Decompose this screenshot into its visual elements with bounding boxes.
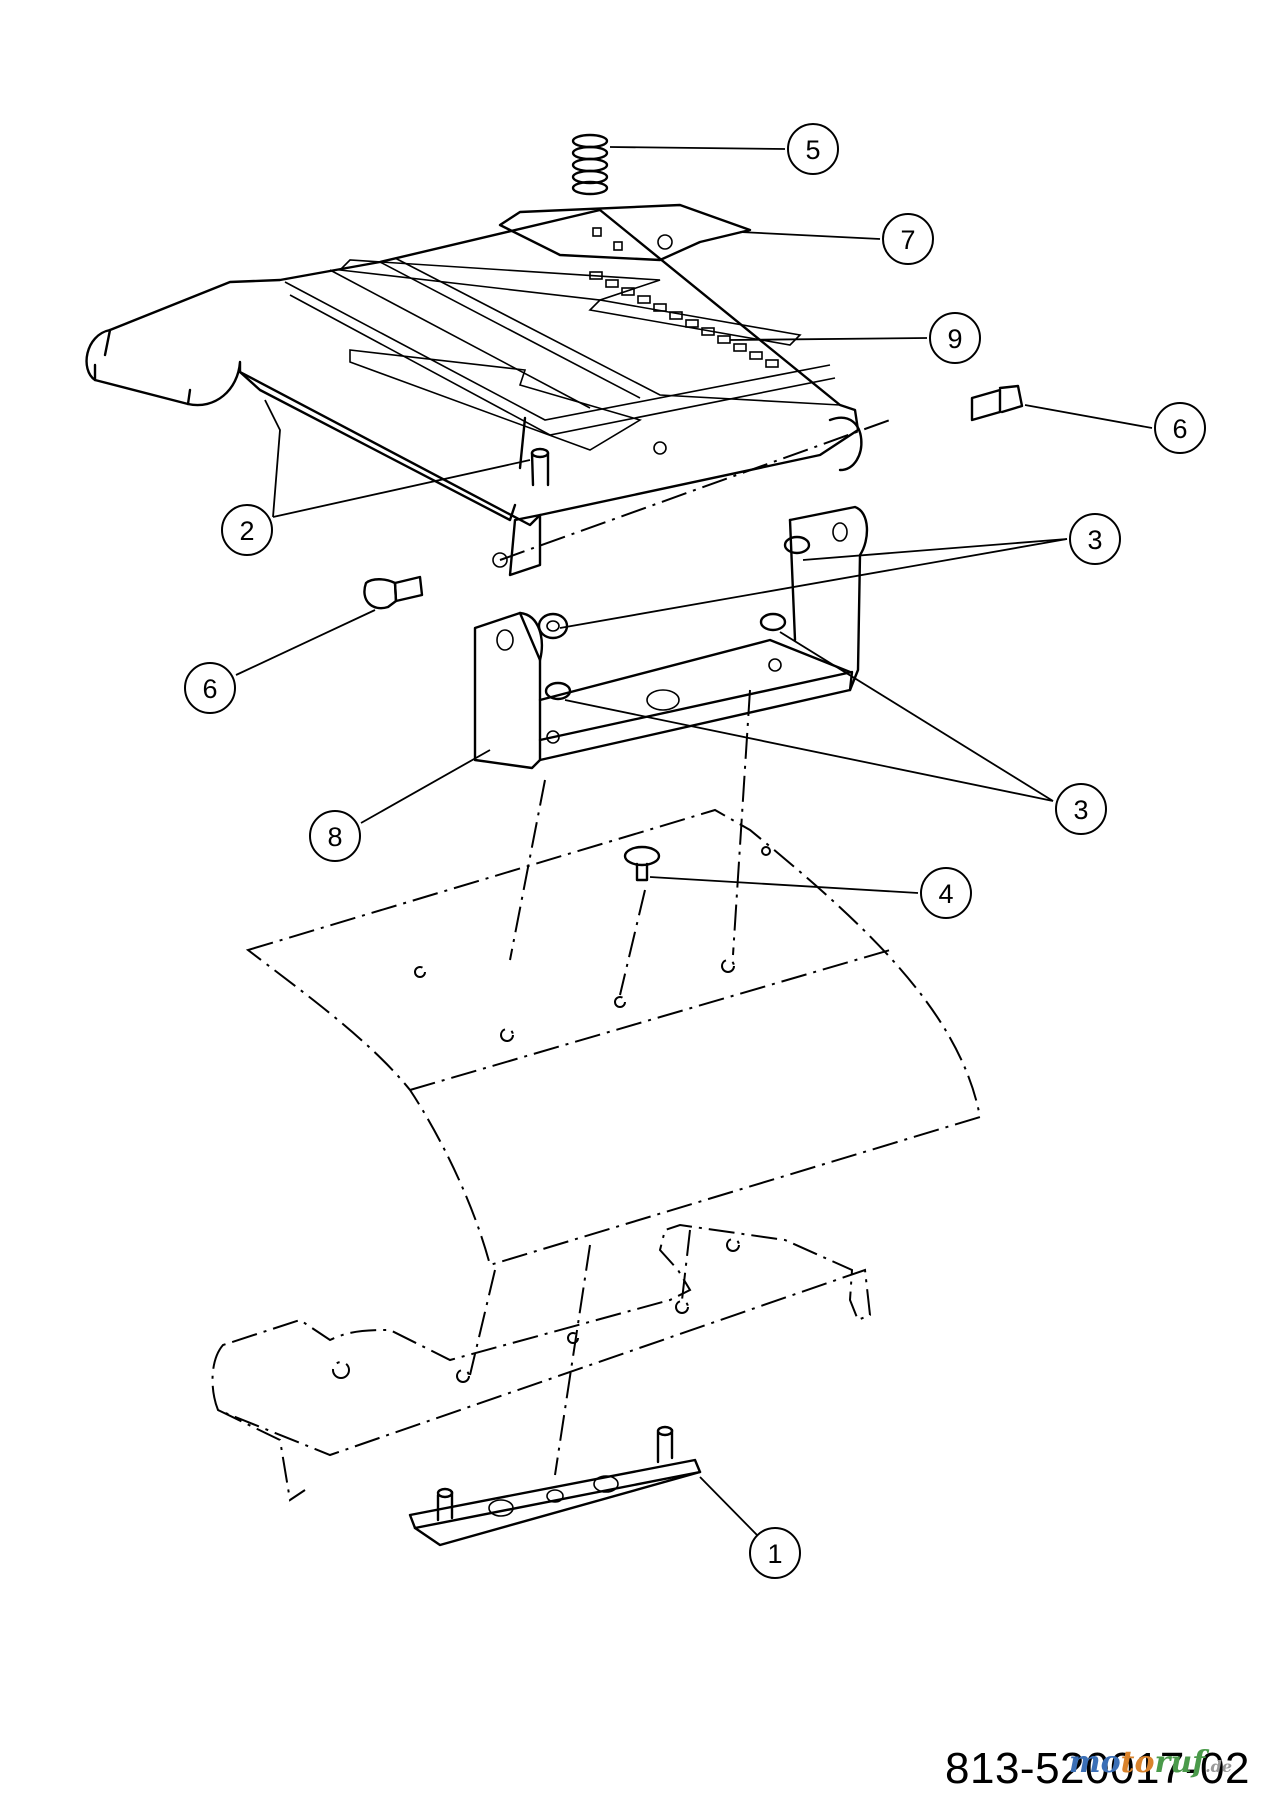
watermark-part3: ruf xyxy=(1154,1745,1206,1780)
callout-7: 7 xyxy=(882,213,934,265)
part-1-pin-plate xyxy=(408,1425,702,1547)
callout-6a: 6 xyxy=(1154,402,1206,454)
callout-4: 4 xyxy=(920,867,972,919)
leader-lines xyxy=(235,146,1153,1536)
watermark-logo: motoruf.de xyxy=(1069,1745,1232,1780)
part-6-bolt-left xyxy=(363,575,424,610)
part-8-bracket xyxy=(473,505,869,770)
part-5-spring xyxy=(571,133,609,196)
callout-3b: 3 xyxy=(1055,783,1107,835)
part-4-carriage-bolt xyxy=(623,845,661,882)
callout-3a: 3 xyxy=(1069,513,1121,565)
callout-label: 1 xyxy=(767,1539,782,1569)
drawing-number: 813-520017-02 xyxy=(945,1744,1250,1793)
part-6-bolt-right xyxy=(970,384,1024,422)
watermark-part1: mo xyxy=(1068,1745,1121,1780)
watermark-part2: to xyxy=(1120,1745,1155,1780)
callout-5: 5 xyxy=(787,123,839,175)
callout-8: 8 xyxy=(309,810,361,862)
lower-frame-phantom xyxy=(211,1223,872,1502)
callout-2: 2 xyxy=(221,504,273,556)
callout-label: 6 xyxy=(1172,414,1187,444)
callout-9: 9 xyxy=(929,312,981,364)
callout-label: 5 xyxy=(805,135,820,165)
callout-label: 4 xyxy=(938,879,953,909)
callout-label: 2 xyxy=(239,516,254,546)
center-lines xyxy=(469,419,891,1476)
callout-label: 6 xyxy=(202,674,217,704)
part-9-seat-plate xyxy=(85,203,863,577)
slot-row xyxy=(589,271,779,368)
callout-label: 7 xyxy=(900,225,915,255)
callout-label: 3 xyxy=(1087,525,1102,555)
callout-label: 9 xyxy=(947,324,962,354)
seat-pan-phantom xyxy=(245,808,982,1267)
callout-label: 3 xyxy=(1073,795,1088,825)
watermark-suffix: .de xyxy=(1205,1757,1232,1776)
callout-label: 8 xyxy=(327,822,342,852)
part-3-nut xyxy=(537,612,569,640)
callout-1: 1 xyxy=(749,1527,801,1579)
callout-6b: 6 xyxy=(184,662,236,714)
